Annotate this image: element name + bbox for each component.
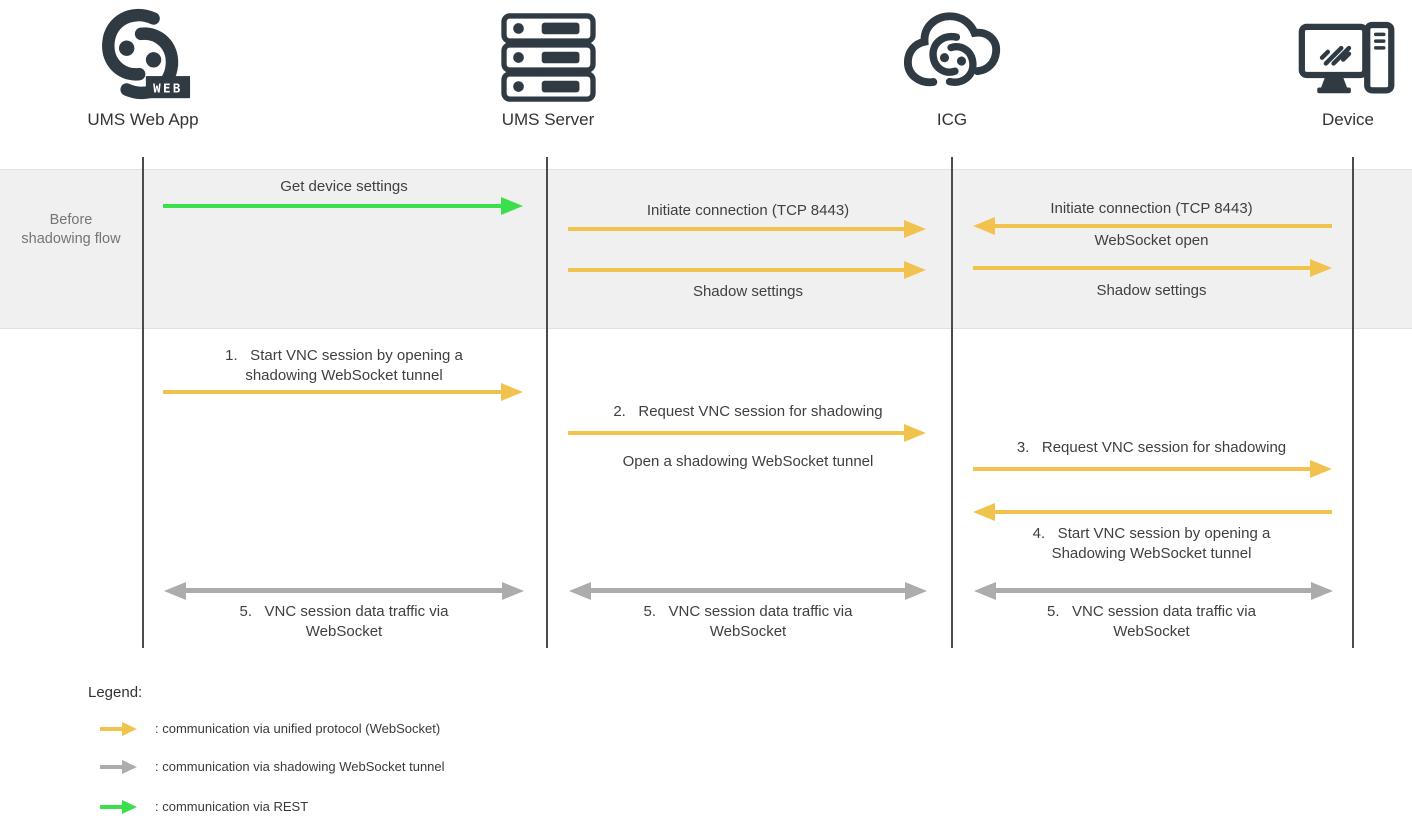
actor-ums-server: UMS Server	[448, 0, 648, 130]
icg-icon	[903, 12, 1001, 102]
arrow-initiate-connection-server-icg	[568, 220, 926, 238]
legend-rest-arrow-icon	[100, 800, 137, 814]
label-websocket-open: WebSocket open	[1094, 232, 1209, 249]
legend-label-unified: : communication via unified protocol (We…	[155, 721, 441, 736]
step5-label-line1-col1: 5. VNC session data traffic via	[239, 603, 449, 620]
arrow-shadow-settings-icg-device	[973, 259, 1332, 277]
label-shadow-settings-server-icg: Shadow settings	[692, 283, 804, 300]
arrow-initiate-connection-device-icg	[973, 217, 1332, 235]
step2-label: 2. Request VNC session for shadowing	[613, 403, 883, 420]
label-initiate-connection-server-icg: Initiate connection (TCP 8443)	[646, 202, 850, 219]
arrow-step5-server-icg	[569, 581, 927, 600]
device-icon	[1298, 21, 1395, 94]
step5-label-line1-col3: 5. VNC session data traffic via	[1047, 603, 1256, 620]
web-badge	[145, 76, 191, 99]
legend-label-rest: : communication via REST	[155, 799, 309, 814]
actor-label-device: Device	[1322, 110, 1374, 129]
web-badge-text: WEB	[153, 80, 183, 95]
arrow-shadow-settings-server-icg	[568, 261, 926, 279]
actor-label-icg: ICG	[936, 110, 968, 129]
legend-label-tunnel: : communication via shadowing WebSocket …	[155, 759, 445, 774]
step5-label-line1-col2: 5. VNC session data traffic via	[643, 603, 853, 620]
ums-web-app-icon-box: WEB	[43, 0, 243, 102]
label-get-device-settings: Get device settings	[280, 178, 408, 195]
arrow-step1	[163, 383, 523, 401]
ums-server-icon	[500, 13, 596, 102]
actor-label-ums-server: UMS Server	[501, 110, 595, 129]
legend-tunnel-arrow-icon	[100, 760, 137, 774]
step1-label-line1: 1. Start VNC session by opening a	[225, 347, 463, 364]
actor-icg: ICG	[852, 0, 1052, 130]
legend-unified-arrow-icon	[100, 722, 137, 736]
icg-icon-box	[852, 0, 1052, 102]
step1-label-line2: shadowing WebSocket tunnel	[245, 367, 443, 384]
legend-title: Legend:	[88, 684, 143, 701]
device-icon-box	[1248, 0, 1412, 102]
ums-web-app-icon: WEB	[92, 6, 191, 102]
actor-device: Device	[1248, 0, 1412, 130]
arrow-step4	[973, 503, 1332, 521]
step2-sub-label: Open a shadowing WebSocket tunnel	[622, 453, 874, 470]
arrow-get-device-settings	[163, 197, 523, 215]
actor-ums-web-app: WEB UMS Web App	[43, 0, 243, 130]
step4-label-line2: Shadowing WebSocket tunnel	[1051, 545, 1252, 562]
step5-label-line2-col3: WebSocket	[1113, 623, 1190, 640]
actor-label-ums-web-app: UMS Web App	[87, 110, 199, 129]
step5-label-line2-col2: WebSocket	[709, 623, 787, 640]
before-shadowing-band-label: Before shadowing flow	[21, 212, 121, 247]
step5-label-line2-col1: WebSocket	[305, 623, 383, 640]
lifeline-ums-server	[546, 157, 548, 648]
before-shadowing-band	[0, 169, 1412, 329]
lifeline-device	[1352, 157, 1354, 648]
label-initiate-connection-device-icg: Initiate connection (TCP 8443)	[1050, 200, 1253, 217]
ums-server-icon-box	[448, 0, 648, 102]
step4-label-line1: 4. Start VNC session by opening a	[1032, 525, 1271, 542]
arrow-step3	[973, 460, 1332, 478]
arrow-step5-webapp-server	[164, 581, 524, 600]
lifeline-icg	[951, 157, 953, 648]
lifeline-ums-web-app	[142, 157, 144, 648]
arrow-step5-icg-device	[974, 581, 1333, 600]
label-shadow-settings-icg-device: Shadow settings	[1096, 282, 1207, 299]
step3-label: 3. Request VNC session for shadowing	[1016, 439, 1287, 456]
arrow-step2	[568, 424, 926, 442]
